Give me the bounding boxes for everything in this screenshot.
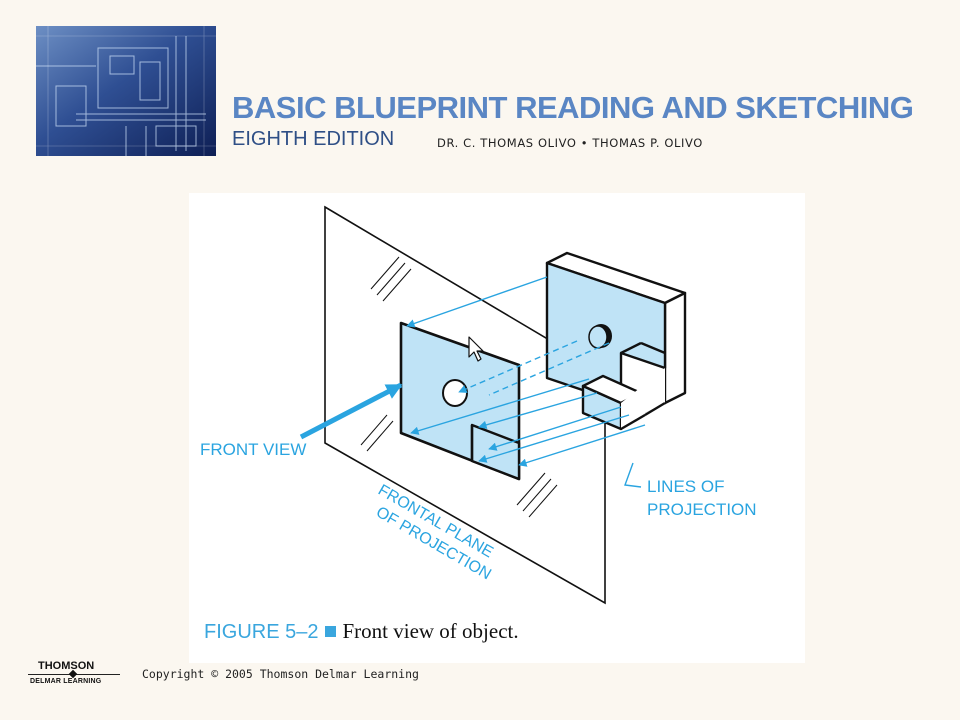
blueprint-artwork [36,26,216,156]
copyright-notice: Copyright © 2005 Thomson Delmar Learning [142,667,419,681]
object-hole [588,324,612,349]
publisher-logo: THOMSON DELMAR LEARNING [28,660,124,690]
lines-of-projection-leader [624,462,642,488]
frontal-plane [324,205,606,605]
authors-label: DR. C. THOMAS OLIVO • THOMAS P. OLIVO [437,136,703,150]
blueprint-banner-image [36,26,216,156]
figure-caption: FIGURE 5–2 Front view of object. [204,619,519,644]
front-view-projection [399,321,521,481]
viewing-direction-arrow [299,382,403,440]
edition-label: EIGHTH EDITION [232,128,395,150]
projection-lines [406,276,646,467]
lines-of-projection-label-2: PROJECTION [647,500,757,519]
figure-panel: FRONT VIEW LINES OF PROJECTION FRONTAL P… [189,193,805,663]
caption-square-icon [325,626,337,637]
lines-of-projection-label-1: LINES OF [647,477,724,496]
logo-subtitle: DELMAR LEARNING [30,678,102,685]
figure-caption-text: Front view of object. [342,619,519,643]
book-title: BASIC BLUEPRINT READING AND SKETCHING [232,90,914,125]
front-view-label: FRONT VIEW [200,440,306,459]
projection-diagram: FRONT VIEW LINES OF PROJECTION FRONTAL P… [200,205,757,605]
object-l-block [545,251,687,431]
mouse-cursor-icon [468,336,484,362]
figure-number: FIGURE 5–2 [204,621,319,643]
logo-name: THOMSON [38,660,95,672]
